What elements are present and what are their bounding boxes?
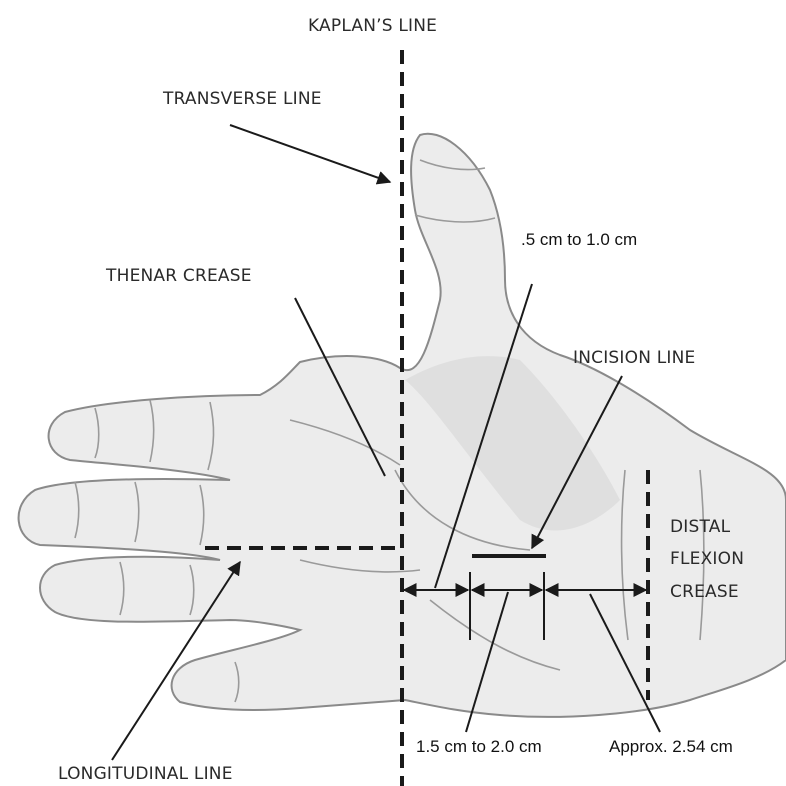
incision-line-label: INCISION LINE	[573, 348, 695, 368]
transverse-line-label: TRANSVERSE LINE	[162, 89, 322, 109]
approx-254-cm-label: Approx. 2.54 cm	[609, 737, 733, 756]
half-to-one-cm-label: .5 cm to 1.0 cm	[521, 230, 637, 249]
transverse-line-leader	[230, 125, 390, 182]
distal-flexion-crease-label-3: CREASE	[670, 582, 739, 602]
thenar-crease-label: THENAR CREASE	[105, 266, 252, 286]
kaplans-line-label: KAPLAN’S LINE	[308, 16, 437, 36]
distal-flexion-crease-label-1: DISTAL	[670, 517, 731, 537]
distal-flexion-crease-label-2: FLEXION	[670, 549, 744, 569]
longitudinal-line-label: LONGITUDINAL LINE	[58, 764, 233, 784]
one-five-to-two-cm-label: 1.5 cm to 2.0 cm	[416, 737, 542, 756]
